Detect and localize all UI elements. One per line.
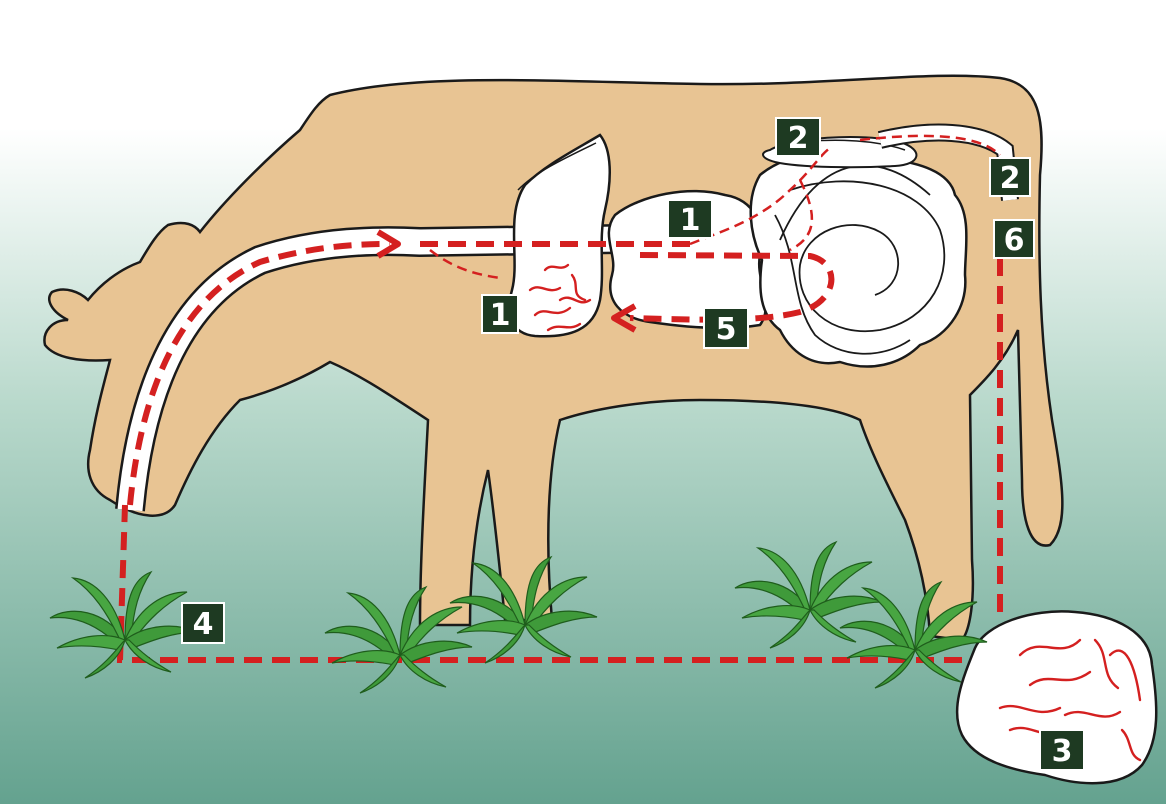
marker-6-excretion: 6 <box>994 220 1034 258</box>
marker-2-intestine: 2 <box>776 118 820 156</box>
svg-text:5: 5 <box>716 312 737 347</box>
svg-text:6: 6 <box>1004 223 1025 258</box>
svg-text:2: 2 <box>788 121 809 156</box>
svg-text:4: 4 <box>193 607 214 642</box>
marker-5-return: 5 <box>704 308 748 348</box>
svg-text:1: 1 <box>490 298 511 333</box>
marker-1-rumen: 1 <box>482 295 518 333</box>
marker-1-abomasum: 1 <box>668 200 712 238</box>
marker-3-dung: 3 <box>1040 730 1084 770</box>
svg-text:3: 3 <box>1052 734 1073 769</box>
svg-text:1: 1 <box>680 203 701 238</box>
marker-4-pasture: 4 <box>182 603 224 643</box>
intestine-mass <box>751 152 967 366</box>
svg-text:2: 2 <box>1000 161 1021 196</box>
marker-2-rectum: 2 <box>990 158 1030 196</box>
